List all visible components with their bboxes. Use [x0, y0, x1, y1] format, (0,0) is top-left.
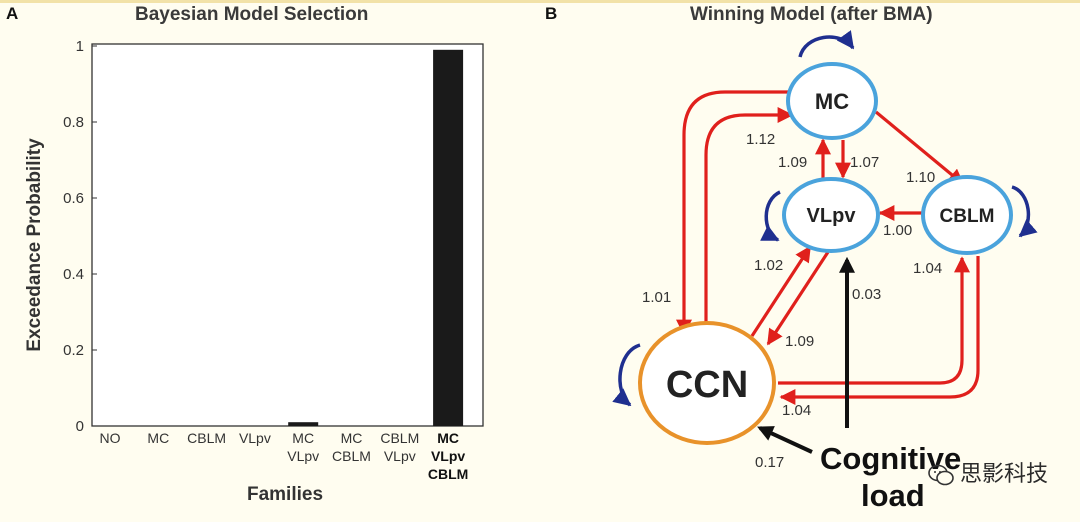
cognitive-load-label-line1: Cognitive [820, 441, 961, 476]
watermark-text: 思影科技 [959, 461, 1048, 486]
chat-bubble-icon [928, 464, 954, 486]
top-border-strip [0, 0, 1080, 3]
edge-ccn-to-cblm [778, 256, 970, 385]
label-cog-to-ccn: 0.17 [755, 454, 784, 471]
x-category-label: CBLM [428, 466, 468, 482]
label-mc-to-ccn: 1.01 [642, 289, 671, 306]
y-tick-label: 0 [76, 418, 84, 435]
x-category-label: VLpv [239, 430, 271, 446]
label-vlpv-to-mc: 1.09 [778, 154, 807, 171]
x-category-label: VLpv [384, 448, 416, 464]
x-category-label: MC [437, 430, 459, 446]
x-category-label: NO [100, 430, 121, 446]
y-tick-label: 0.4 [63, 266, 84, 283]
x-category-label: VLpv [431, 448, 465, 464]
y-axis-label: Exceedance Probability [24, 138, 45, 352]
label-ccn-to-mc: 1.12 [746, 131, 775, 148]
network-diagram: MC VLpv CBLM CCN 1.12 1.01 1.09 1.07 1.1… [612, 30, 1038, 513]
x-category-label: MC [147, 430, 169, 446]
x-category-label: CBLM [187, 430, 226, 446]
x-category-label: VLpv [287, 448, 319, 464]
plot-area [91, 43, 484, 427]
node-vlpv-label: VLpv [807, 205, 857, 227]
bar [433, 49, 464, 427]
x-category-label: CBLM [380, 430, 419, 446]
node-cblm-label: CBLM [940, 206, 995, 227]
vlpv-self-loop [759, 190, 781, 242]
y-tick-label: 0.6 [63, 190, 84, 207]
label-mc-to-cblm: 1.10 [906, 169, 935, 186]
x-category-label: MC [341, 430, 363, 446]
panel-a-letter: A [6, 4, 19, 23]
x-category-label: MC [292, 430, 314, 446]
watermark: 思影科技 [928, 456, 1048, 488]
node-mc: MC [786, 62, 878, 140]
node-cblm: CBLM [921, 175, 1013, 255]
input-arrow-to-ccn [757, 426, 813, 454]
y-tick-label: 0.2 [63, 342, 84, 359]
label-cblm-to-vlpv: 1.00 [883, 222, 912, 239]
edge-vlpv-to-ccn [766, 251, 830, 346]
y-axis-ticks: 0 0.2 0.4 0.6 0.8 1 [63, 38, 97, 435]
x-axis-label: Families [247, 484, 323, 505]
y-tick-label: 0.8 [63, 114, 84, 131]
bars [288, 49, 464, 427]
label-cblm-to-ccn: 1.04 [782, 402, 811, 419]
edge-mc-to-ccn [676, 90, 790, 336]
label-cog-to-vlpv: 0.03 [852, 286, 881, 303]
label-mc-to-vlpv: 1.07 [850, 154, 879, 171]
cognitive-load-label-line2: load [861, 478, 925, 513]
label-vlpv-to-ccn: 1.09 [785, 333, 814, 350]
cblm-self-loop [1011, 185, 1038, 238]
label-ccn-to-vlpv: 1.02 [754, 257, 783, 274]
x-category-label: CBLM [332, 448, 371, 464]
label-ccn-to-cblm: 1.04 [913, 260, 942, 277]
panel-b-title: Winning Model (after BMA) [690, 4, 933, 25]
node-ccn: CCN [638, 321, 776, 445]
edge-mc-to-cblm [874, 110, 965, 186]
panel-a-title: Bayesian Model Selection [135, 4, 369, 25]
panel-b-letter: B [545, 4, 558, 23]
node-ccn-label: CCN [666, 364, 748, 406]
node-vlpv: VLpv [782, 177, 880, 253]
y-tick-label: 1 [76, 38, 84, 55]
edge-cblm-to-ccn [779, 256, 980, 405]
bar-chart: 0 0.2 0.4 0.6 0.8 1 NO MC CBLM VLpv MC VLpv MC CBLM C… [24, 38, 484, 505]
ccn-self-loop [612, 343, 641, 407]
bar [288, 422, 319, 426]
node-mc-label: MC [815, 89, 849, 114]
edge-ccn-to-mc [704, 107, 794, 322]
edge-ccn-to-vlpv [750, 245, 812, 337]
mc-self-loop [798, 30, 855, 58]
